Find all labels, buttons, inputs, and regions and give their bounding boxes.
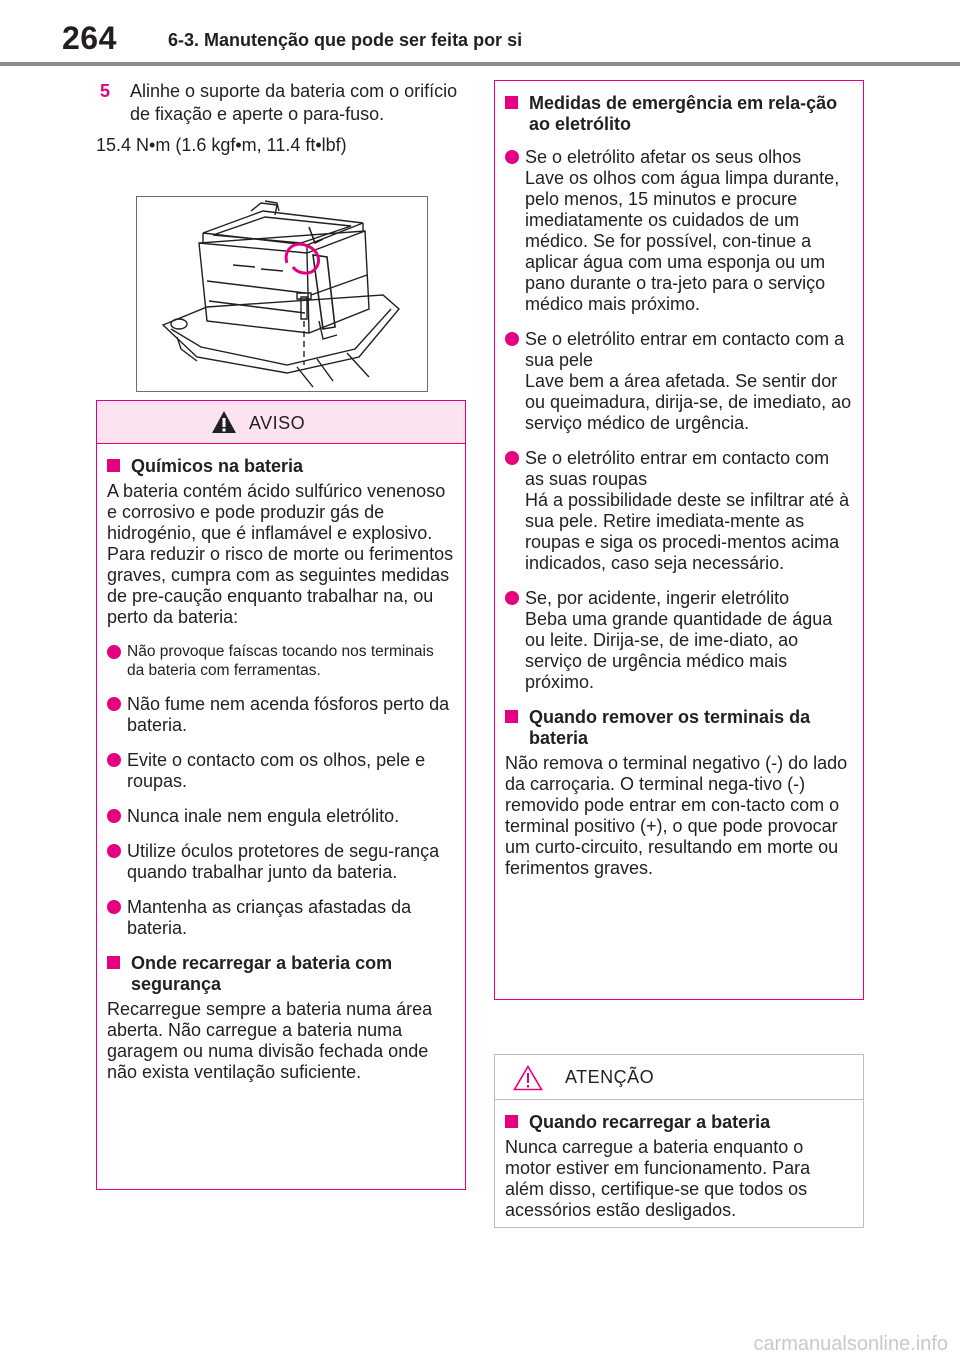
battery-clamp-drawing — [161, 200, 400, 388]
list-item-title: Se o eletrólito entrar em contacto com a… — [525, 329, 845, 370]
list-item-text: Lave os olhos com água limpa durante, pe… — [525, 168, 840, 314]
left-column: 5 Alinhe o suporte da bateria com o orif… — [96, 80, 464, 157]
caution-content: Quando recarregar a bateria Nunca carreg… — [495, 1100, 863, 1221]
page-header: 264 6-3. Manutenção que pode ser feita p… — [0, 0, 960, 66]
emergency-heading: Medidas de emergência em rela-ção ao ele… — [505, 93, 853, 135]
terminals-heading: Quando remover os terminais da bateria — [505, 707, 853, 749]
caution-header: ATENÇÃO — [495, 1055, 863, 1100]
step-number: 5 — [100, 81, 111, 101]
caution-heading: Quando recarregar a bateria — [505, 1112, 853, 1133]
terminals-text: Não remova o terminal negativo (-) do la… — [505, 753, 848, 878]
torque-spec: 15.4 N•m (1.6 kgf•m, 11.4 ft•lbf) — [96, 135, 347, 155]
caution-text: Nunca carregue a bateria enquanto o moto… — [505, 1137, 811, 1220]
caution-title: ATENÇÃO — [565, 1067, 655, 1087]
list-item-text: Lave bem a área afetada. Se sentir dor o… — [525, 371, 852, 433]
list-item: Mantenha as crianças afastadas da bateri… — [107, 897, 455, 939]
recharge-text: Recarregue sempre a bateria numa área ab… — [107, 999, 433, 1082]
list-item: Evite o contacto com os olhos, pele e ro… — [107, 750, 455, 792]
list-item-title: Se o eletrólito afetar os seus olhos — [525, 147, 802, 167]
warning-triangle-icon — [212, 411, 236, 433]
warning-content: Químicos na bateria A bateria contém áci… — [97, 444, 465, 1083]
battery-illustration — [136, 196, 428, 392]
chemicals-heading: Químicos na bateria — [107, 456, 455, 477]
caution-box: ATENÇÃO Quando recarregar a bateria Nunc… — [494, 1054, 864, 1228]
list-item: Se o eletrólito afetar os seus olhos Lav… — [505, 147, 853, 315]
watermark: carmanualsonline.info — [753, 1333, 948, 1355]
header-divider — [0, 62, 960, 66]
list-item-title: Se, por acidente, ingerir eletrólito — [525, 588, 790, 608]
list-item-title: Se o eletrólito entrar em contacto com a… — [525, 448, 830, 489]
emergency-box: Medidas de emergência em rela-ção ao ele… — [494, 80, 864, 1000]
recharge-heading: Onde recarregar a bateria com segurança — [107, 953, 455, 995]
emergency-content: Medidas de emergência em rela-ção ao ele… — [495, 81, 863, 879]
warning-header: AVISO — [97, 401, 465, 444]
warning-box: AVISO Químicos na bateria A bateria cont… — [96, 400, 466, 1190]
list-item: Nunca inale nem engula eletrólito. — [107, 806, 455, 827]
page-number: 264 — [62, 20, 117, 56]
step-text: Alinhe o suporte da bateria com o orifíc… — [130, 81, 458, 124]
list-item: Se o eletrólito entrar em contacto com a… — [505, 329, 853, 434]
step-5: 5 Alinhe o suporte da bateria com o orif… — [96, 80, 464, 126]
list-item: Se o eletrólito entrar em contacto com a… — [505, 448, 853, 574]
list-item: Utilize óculos protetores de segu-rança … — [107, 841, 455, 883]
warning-title: AVISO — [249, 413, 306, 433]
list-item: Não fume nem acenda fósforos perto da ba… — [107, 694, 455, 736]
chemicals-text: A bateria contém ácido sulfúrico venenos… — [107, 481, 454, 627]
list-item-text: Há a possibilidade deste se infiltrar at… — [525, 490, 850, 573]
caution-triangle-icon — [513, 1065, 543, 1091]
list-item-text: Beba uma grande quantidade de água ou le… — [525, 609, 833, 692]
section-title: 6-3. Manutenção que pode ser feita por s… — [168, 30, 523, 50]
list-item: Se, por acidente, ingerir eletrólito Beb… — [505, 588, 853, 693]
list-item: Não provoque faíscas tocando nos termina… — [107, 642, 455, 680]
